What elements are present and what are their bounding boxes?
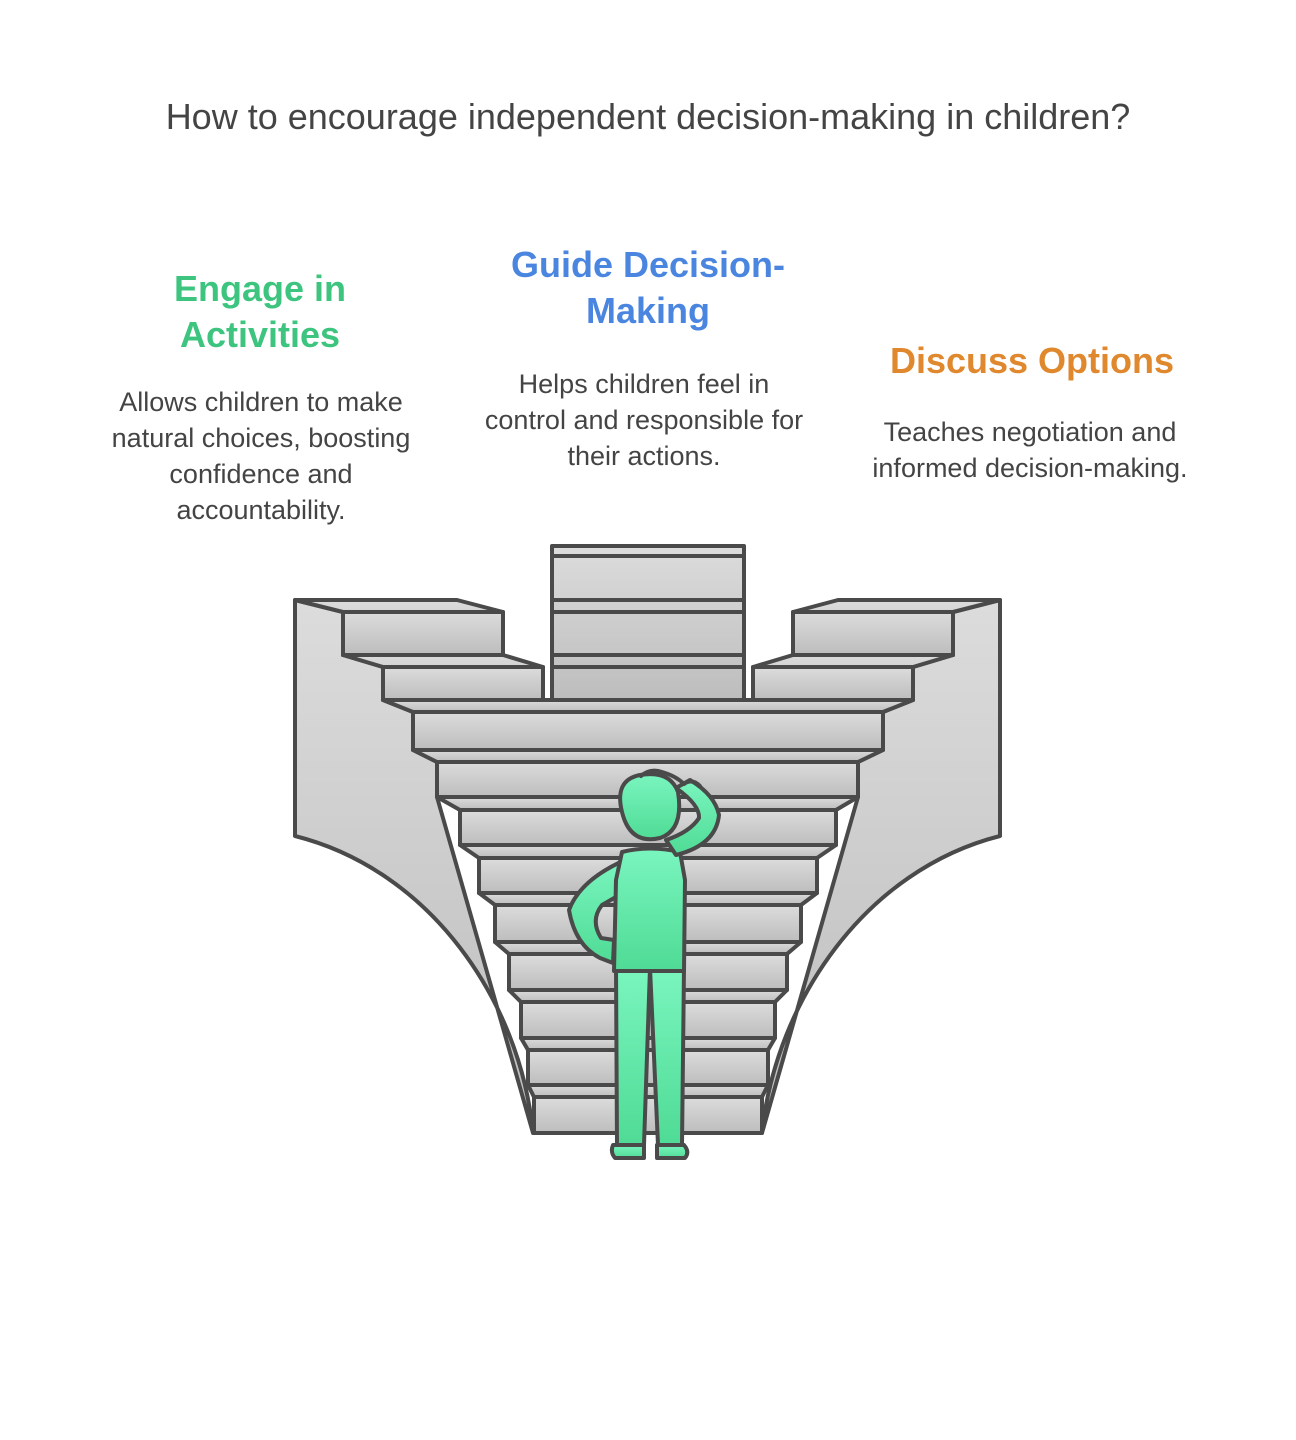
torso-shape (612, 846, 687, 973)
option-description-guide-decision-making: Helps children feel in control and respo… (484, 369, 804, 471)
option-title-discuss-options: Discuss Options (889, 340, 1175, 381)
option-title-guide-decision-making: Guide Decision-Making (510, 244, 786, 331)
left-arm-shape (567, 858, 630, 965)
diagram-title: How to encourage independent decision-ma… (165, 96, 1131, 137)
left-leg-shape (614, 966, 652, 1147)
option-description-discuss-options: Teaches negotiation and informed decisio… (872, 417, 1188, 483)
option-title-engage-activities: Engage in Activities (173, 268, 347, 355)
right-leg-shape (648, 966, 686, 1147)
head-shape (618, 772, 682, 842)
option-description-engage-activities: Allows children to make natural choices,… (111, 387, 411, 525)
